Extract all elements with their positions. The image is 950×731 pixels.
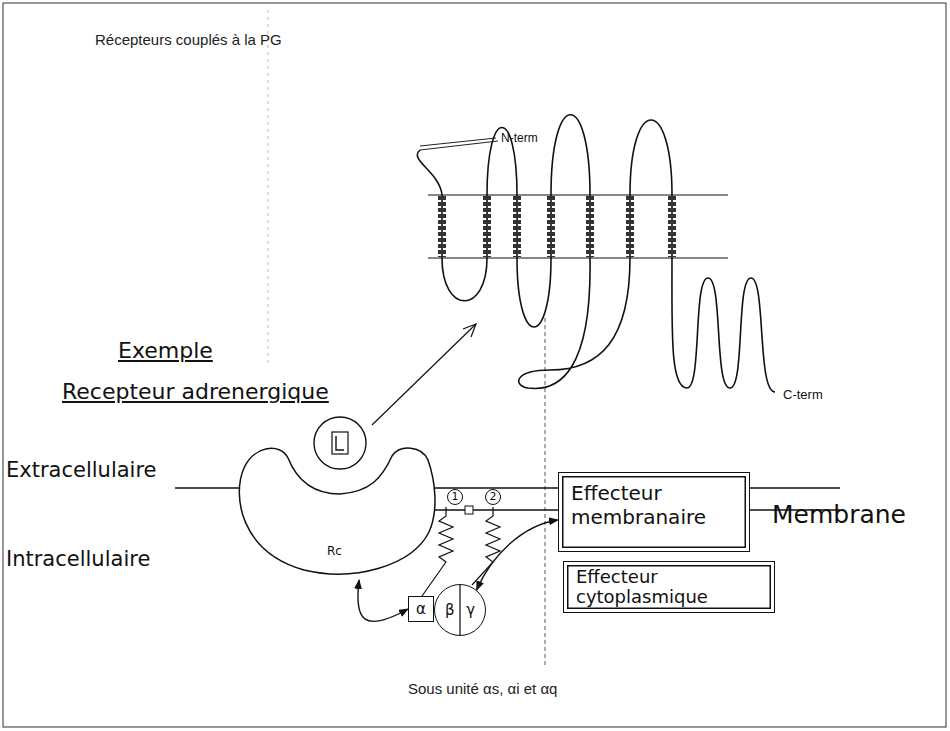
node-label: γ <box>466 603 475 618</box>
side-label: Extracellulaire <box>6 458 157 482</box>
receptor-shape: Rc <box>232 440 437 580</box>
ligand-circle <box>314 417 366 469</box>
connector-arrow <box>477 520 558 590</box>
membrane-line <box>428 194 728 195</box>
membrane-line <box>175 487 242 489</box>
callout-number: 1 <box>447 489 463 505</box>
connector-arrow <box>358 580 408 621</box>
g-alpha-subunit: α <box>408 596 434 622</box>
node-label: β <box>445 603 455 618</box>
helix <box>586 196 594 257</box>
terminus-label: C-term <box>783 387 823 402</box>
receptor-outline <box>232 440 437 580</box>
helix <box>668 196 676 257</box>
effector-box: Effecteur membranaire <box>558 472 750 552</box>
helix <box>513 196 521 257</box>
seven-tm-receptor <box>417 115 775 392</box>
helix <box>438 196 446 257</box>
node-label: Effecteur cytoplasmique <box>576 567 762 607</box>
receptor-outline-path <box>239 448 435 574</box>
g-beta-gamma-subunit: βγ <box>434 584 486 636</box>
n-terminus <box>420 138 498 150</box>
ligand-symbol <box>336 436 344 450</box>
zoom-arrowhead <box>463 324 476 337</box>
diagram-caption: Sous unité αs, αi et αq <box>408 680 557 697</box>
helices <box>442 196 672 257</box>
zoom-arrow <box>372 324 476 425</box>
subunit-divider-line <box>459 585 460 635</box>
scan-guide-line <box>268 10 269 365</box>
membrane-label: Membrane <box>772 500 906 529</box>
ligand-symbol <box>332 432 348 454</box>
membrane-line <box>428 257 728 258</box>
callout-number: 2 <box>485 489 501 505</box>
node-label: Effecteur membranaire <box>571 481 737 529</box>
helix <box>483 196 491 257</box>
frame <box>3 3 946 727</box>
small-square <box>465 506 473 514</box>
node-label: α <box>416 602 426 617</box>
diagram-title: Récepteurs couplés à la PG <box>95 31 282 48</box>
example-heading: Exemple <box>118 338 213 363</box>
helix <box>547 196 555 257</box>
receptor-chain <box>417 115 775 392</box>
subunit-divider <box>435 585 485 635</box>
example-heading: Recepteur adrenergique <box>62 379 329 404</box>
node-label: Rc <box>327 544 342 558</box>
side-label: Intracellulaire <box>6 547 150 571</box>
terminus-label: N-term <box>501 131 538 145</box>
effector-box: Effecteur cytoplasmique <box>563 561 775 613</box>
helix <box>626 196 634 257</box>
